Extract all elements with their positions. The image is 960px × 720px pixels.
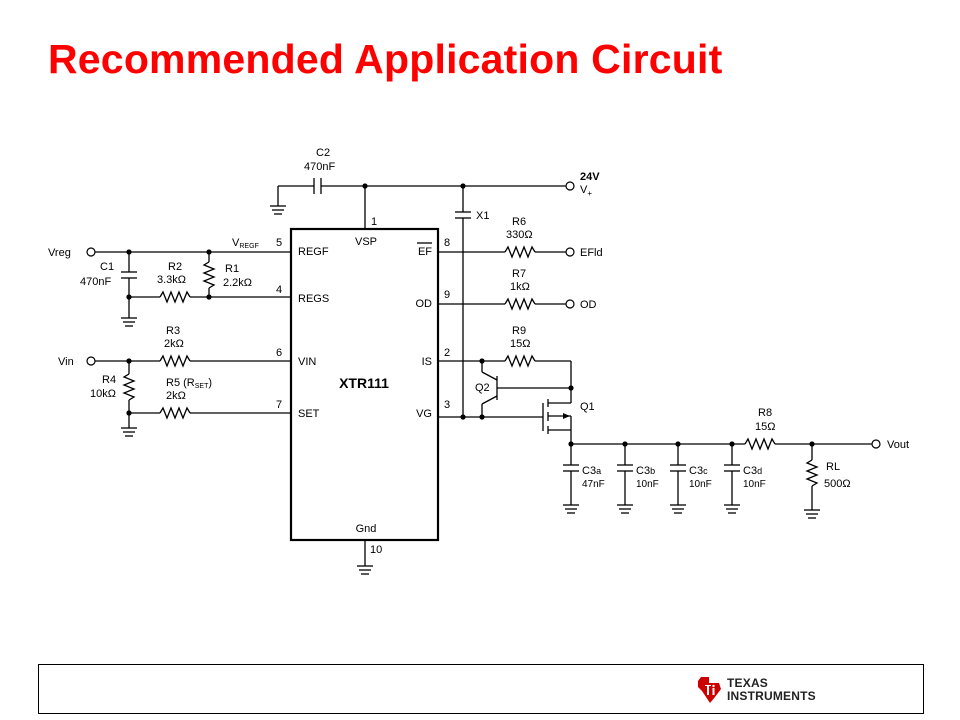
r4-label: R4 — [102, 374, 116, 386]
ic-name: XTR111 — [339, 375, 389, 391]
c3a-value: 47nF — [582, 479, 605, 490]
pin-number-8: 8 — [444, 237, 450, 249]
footer-bar: TEXAS INSTRUMENTS — [38, 664, 924, 714]
c3a-label: C3a — [582, 465, 601, 477]
r2-value: 3.3kΩ — [157, 274, 186, 286]
c3b-value: 10nF — [636, 479, 659, 490]
slide-title: Recommended Application Circuit — [48, 36, 723, 82]
c3d-value: 10nF — [743, 479, 766, 490]
pin-number-6: 6 — [276, 347, 282, 359]
c1-value: 470nF — [80, 276, 111, 288]
c3c-value: 10nF — [689, 479, 712, 490]
r5-value: 2kΩ — [166, 390, 186, 402]
ti-state-icon — [698, 677, 721, 703]
vin-network — [86, 354, 291, 437]
ic-ground — [357, 540, 373, 575]
c3d-label: C3d — [743, 465, 762, 477]
output-filter — [563, 437, 881, 519]
r9-label: R9 — [512, 325, 526, 337]
c3b-label: C3b — [636, 465, 655, 477]
pin-number-1: 1 — [371, 216, 377, 228]
status-outputs — [438, 245, 575, 311]
pin-name-vsp: VSP — [355, 236, 377, 248]
vplus-label: V+ — [580, 184, 592, 198]
pin-number-3: 3 — [444, 399, 450, 411]
r7-label: R7 — [512, 268, 526, 280]
output-stage — [438, 354, 574, 444]
pin-name-regf: REGF — [298, 246, 329, 258]
r3-label: R3 — [166, 325, 180, 337]
pin-name-vg: VG — [416, 408, 432, 420]
pin-name-regs: REGS — [298, 293, 329, 305]
r8-value: 15Ω — [755, 421, 775, 433]
efld-label: EFld — [580, 247, 603, 259]
r1-value: 2.2kΩ — [223, 277, 252, 289]
c2-value: 470nF — [304, 161, 335, 173]
r1-label: R1 — [225, 263, 239, 275]
r3-value: 2kΩ — [164, 338, 184, 350]
pin-number-5: 5 — [276, 237, 282, 249]
pin-name-set: SET — [298, 408, 320, 420]
pin-name-is: IS — [422, 356, 432, 368]
r6-label: R6 — [512, 216, 526, 228]
pin-number-4: 4 — [276, 284, 282, 296]
q2-label: Q2 — [475, 382, 490, 394]
r9-value: 15Ω — [510, 338, 530, 350]
pin-number-9: 9 — [444, 289, 450, 301]
rl-value: 500Ω — [824, 478, 851, 490]
circuit-schematic: XTR111 VSP REGF REGS VIN SET EF OD IS VG… — [48, 147, 909, 575]
pin-number-7: 7 — [276, 399, 282, 411]
c1-label: C1 — [100, 261, 114, 273]
ti-wordmark-line2: INSTRUMENTS — [727, 689, 816, 703]
vout-label: Vout — [887, 439, 909, 451]
r7-value: 1kΩ — [510, 281, 530, 293]
supply-voltage-label: 24V — [580, 171, 600, 183]
q1-label: Q1 — [580, 401, 595, 413]
vin-label: Vin — [58, 356, 74, 368]
c3c-label: C3c — [689, 465, 708, 477]
supply-rail — [270, 178, 575, 417]
pin-number-10: 10 — [370, 544, 382, 556]
r5-label: R5 (RSET) — [166, 377, 212, 390]
pin-name-gnd: Gnd — [356, 523, 377, 535]
pin-name-vin: VIN — [298, 356, 316, 368]
ti-wordmark-line1: TEXAS — [727, 676, 769, 690]
ti-wordmark: TEXAS INSTRUMENTS — [727, 677, 816, 703]
texas-instruments-logo: TEXAS INSTRUMENTS — [695, 675, 816, 707]
od-output-label: OD — [580, 299, 597, 311]
x1-label: X1 — [476, 210, 489, 222]
r8-label: R8 — [758, 407, 772, 419]
vreg-network — [86, 247, 291, 327]
r6-value: 330Ω — [506, 229, 533, 241]
pin-name-od: OD — [416, 298, 433, 310]
rl-label: RL — [826, 461, 840, 473]
r2-label: R2 — [168, 261, 182, 273]
pin-name-ef: EF — [418, 246, 432, 258]
pin-number-2: 2 — [444, 347, 450, 359]
vregf-label: VREGF — [232, 237, 259, 250]
c2-label: C2 — [316, 147, 330, 159]
r4-value: 10kΩ — [90, 388, 116, 400]
vreg-label: Vreg — [48, 247, 71, 259]
